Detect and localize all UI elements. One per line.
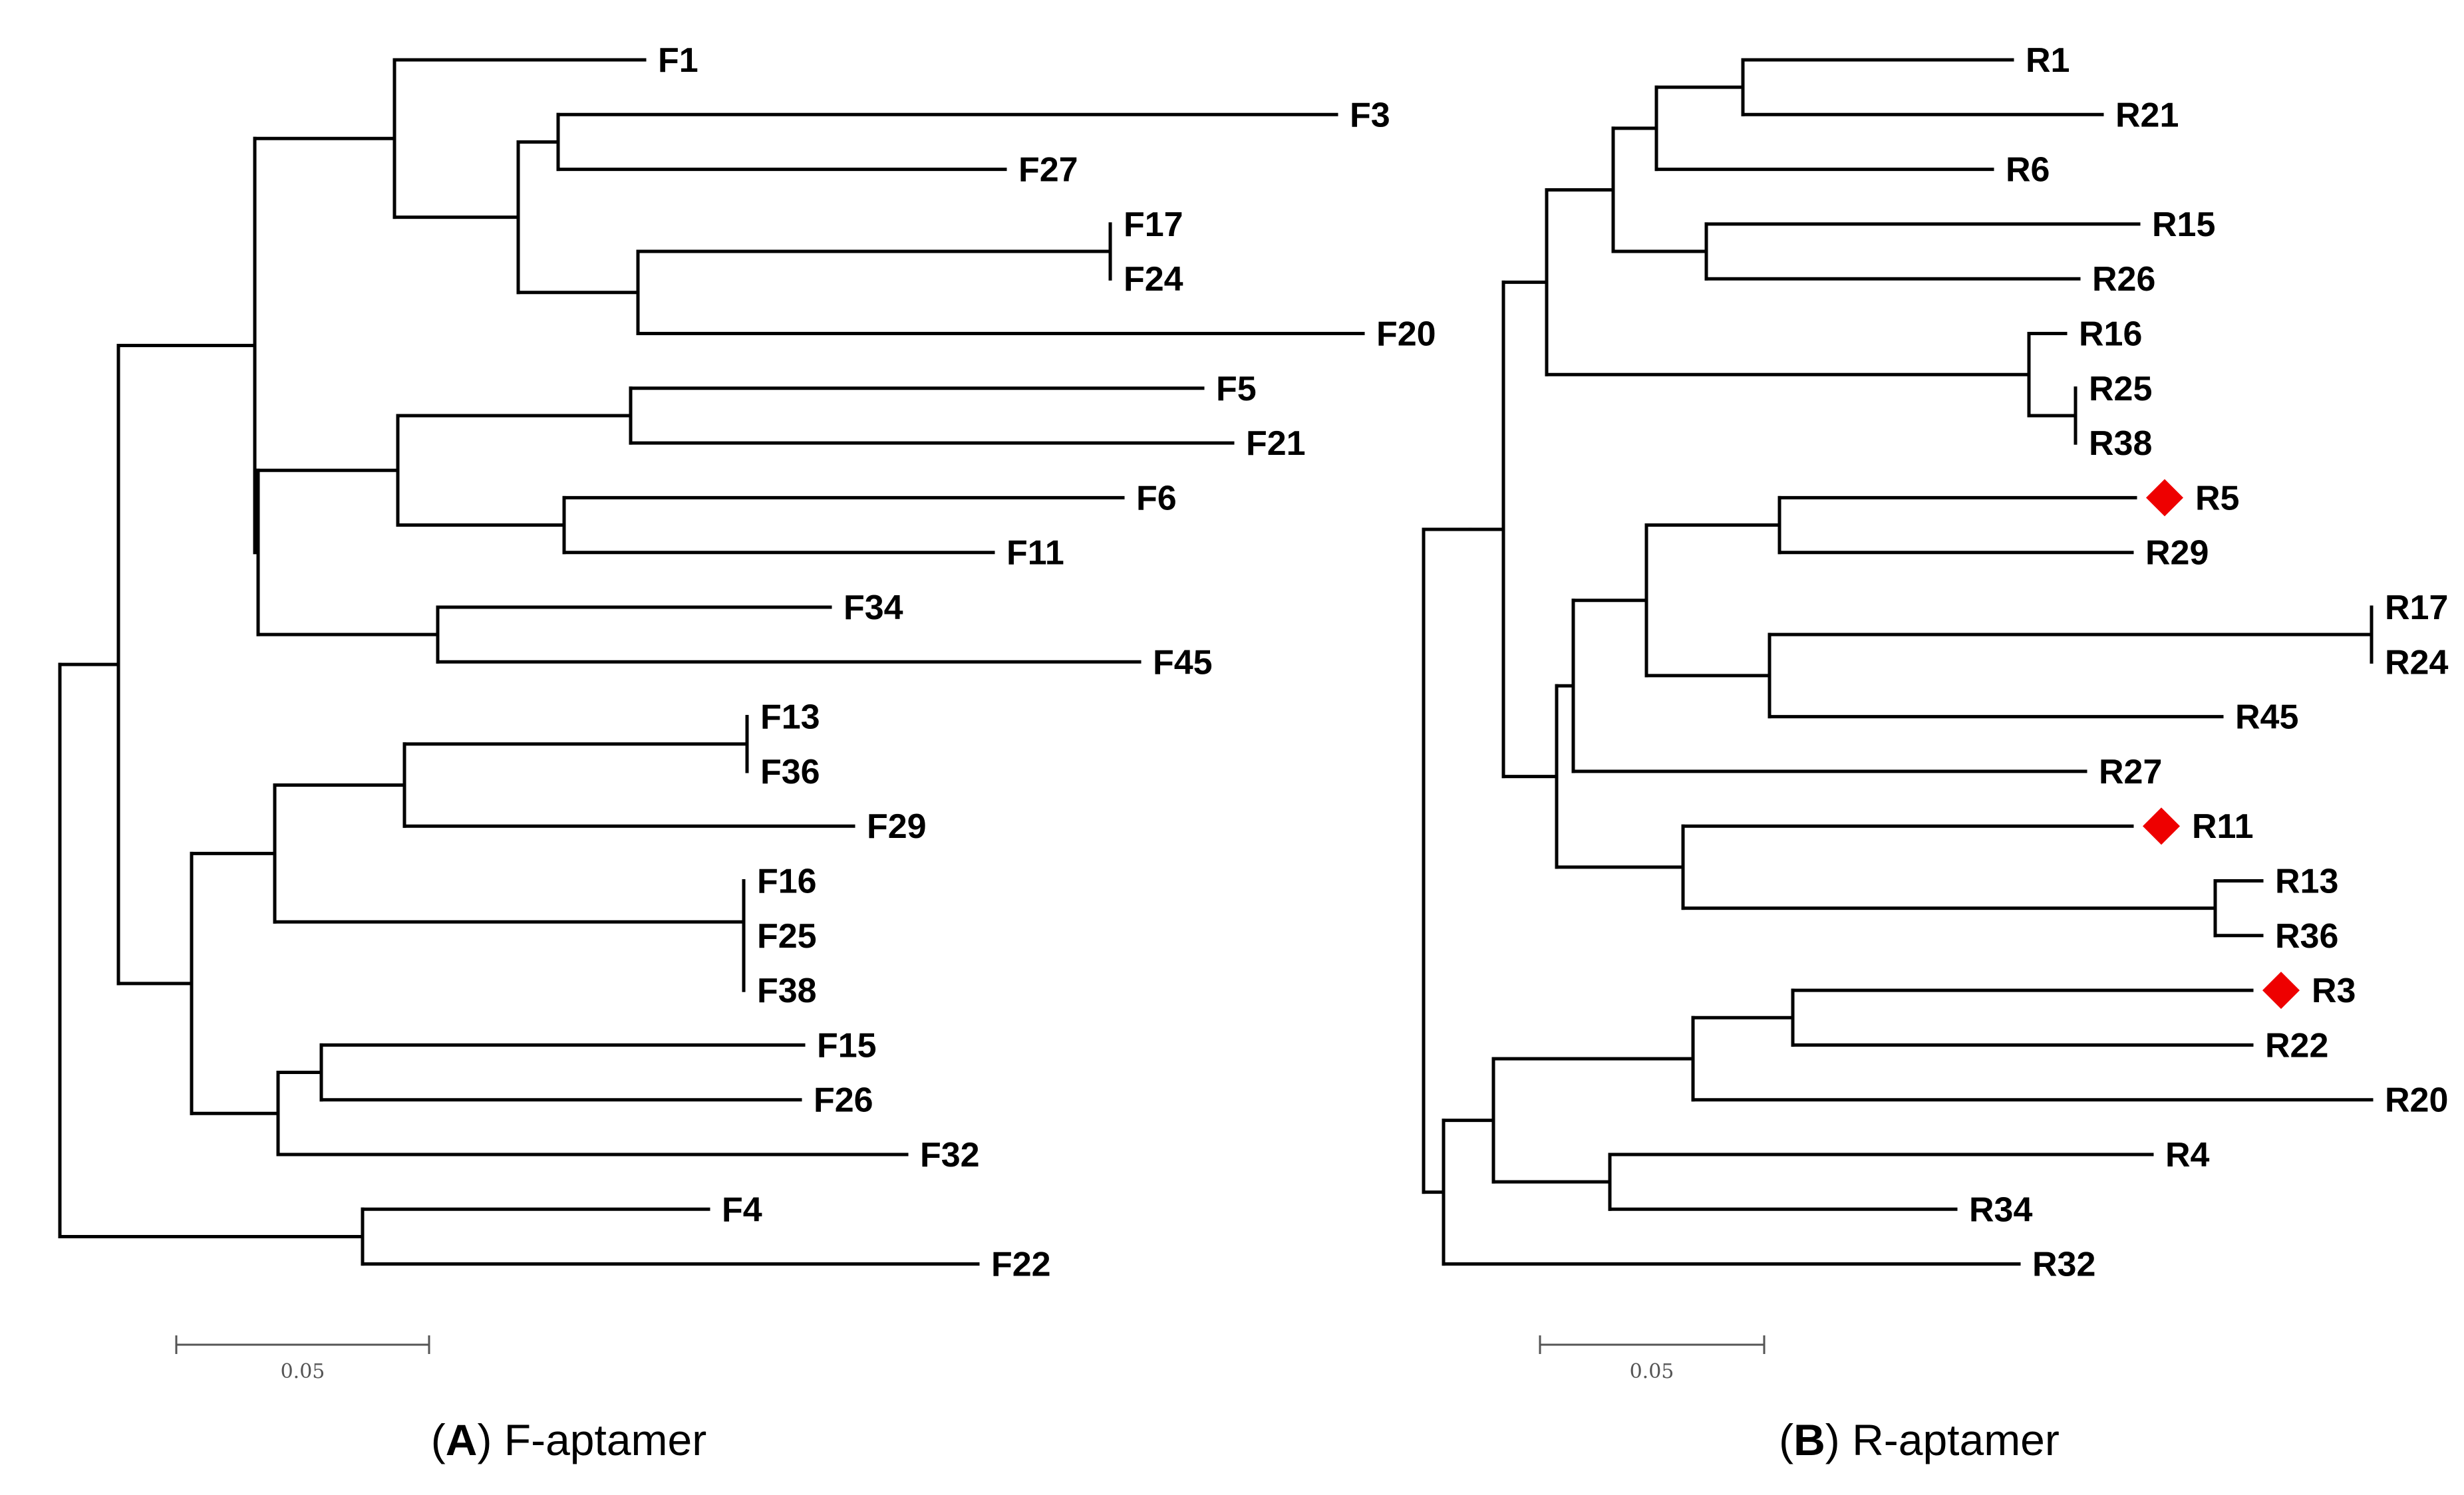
leaf-label: R26 xyxy=(2092,260,2155,299)
leaf-label: F24 xyxy=(1124,260,1183,299)
leaf-label: F16 xyxy=(757,863,817,901)
panel-b-letter: B xyxy=(1793,1415,1825,1464)
leaf-label: F3 xyxy=(1350,96,1390,134)
leaf-label: F36 xyxy=(760,753,820,791)
panel-a-scale-bar: 0.05 xyxy=(175,1335,430,1383)
leaf-label: R32 xyxy=(2032,1246,2095,1284)
leaf-label: R6 xyxy=(2006,151,2050,190)
leaf-label: R13 xyxy=(2275,863,2338,901)
leaf-label: F38 xyxy=(757,972,817,1010)
scale-bar-label: 0.05 xyxy=(281,1360,325,1383)
leaf-label: F27 xyxy=(1018,151,1078,190)
leaf-label: F15 xyxy=(817,1026,877,1065)
leaf-label: F13 xyxy=(760,698,820,737)
leaf-label: R17 xyxy=(2385,589,2448,627)
panel-b-r-aptamer-tree: R1R21R6R15R26R16R25R38R5R29R17R24R45R27R… xyxy=(1422,41,2448,1284)
leaf-label: F34 xyxy=(844,589,903,627)
diamond-marker-icon xyxy=(2262,972,2300,1010)
leaf-label: R3 xyxy=(2312,972,2356,1010)
leaf-label: F17 xyxy=(1124,205,1183,244)
leaf-label: F20 xyxy=(1376,315,1436,354)
leaf-label: F1 xyxy=(658,41,698,80)
leaf-label: F5 xyxy=(1216,370,1257,408)
leaf-label: R36 xyxy=(2275,917,2338,956)
panel-b-caption-text: R-aptamer xyxy=(1852,1415,2060,1464)
leaf-label: R21 xyxy=(2115,96,2179,134)
leaf-label: R5 xyxy=(2195,479,2239,517)
leaf-label: R16 xyxy=(2079,315,2142,354)
leaf-label: F6 xyxy=(1136,479,1177,517)
leaf-label: F45 xyxy=(1153,643,1213,682)
leaf-label: F29 xyxy=(867,807,927,846)
leaf-label: R24 xyxy=(2385,643,2448,682)
leaf-label: F25 xyxy=(757,917,817,956)
leaf-label: R1 xyxy=(2026,41,2070,80)
scale-bar-label: 0.05 xyxy=(1630,1360,1674,1383)
leaf-label: R34 xyxy=(1969,1190,2032,1229)
leaf-label: R25 xyxy=(2089,370,2152,408)
diamond-marker-icon xyxy=(2146,479,2183,517)
leaf-label: R11 xyxy=(2192,807,2254,846)
leaf-label: R20 xyxy=(2385,1081,2448,1120)
panel-b-caption: (B) R-aptamer xyxy=(1779,1415,2060,1464)
leaf-label: F4 xyxy=(722,1190,762,1229)
panel-b-scale-bar: 0.05 xyxy=(1539,1335,1766,1383)
panel-a-letter: A xyxy=(446,1415,478,1464)
panel-a-caption-text: F-aptamer xyxy=(504,1415,706,1464)
leaf-label: R15 xyxy=(2152,205,2215,244)
panel-a-f-aptamer-tree: F1F3F27F17F24F20F5F21F6F11F34F45F13F36F2… xyxy=(58,41,1436,1284)
leaf-label: F22 xyxy=(991,1246,1051,1284)
panel-a-caption: (A) F-aptamer xyxy=(431,1415,706,1464)
leaf-label: R27 xyxy=(2099,753,2162,791)
leaf-label: R22 xyxy=(2265,1026,2328,1065)
leaf-label: F26 xyxy=(814,1081,873,1120)
leaf-label: F11 xyxy=(1006,534,1064,573)
leaf-label: F21 xyxy=(1246,424,1306,463)
leaf-label: F32 xyxy=(920,1136,980,1174)
leaf-label: R4 xyxy=(2165,1136,2210,1174)
leaf-label: R45 xyxy=(2235,698,2298,737)
leaf-label: R29 xyxy=(2145,534,2209,573)
leaf-label: R38 xyxy=(2089,424,2152,463)
diamond-marker-icon xyxy=(2143,807,2180,845)
